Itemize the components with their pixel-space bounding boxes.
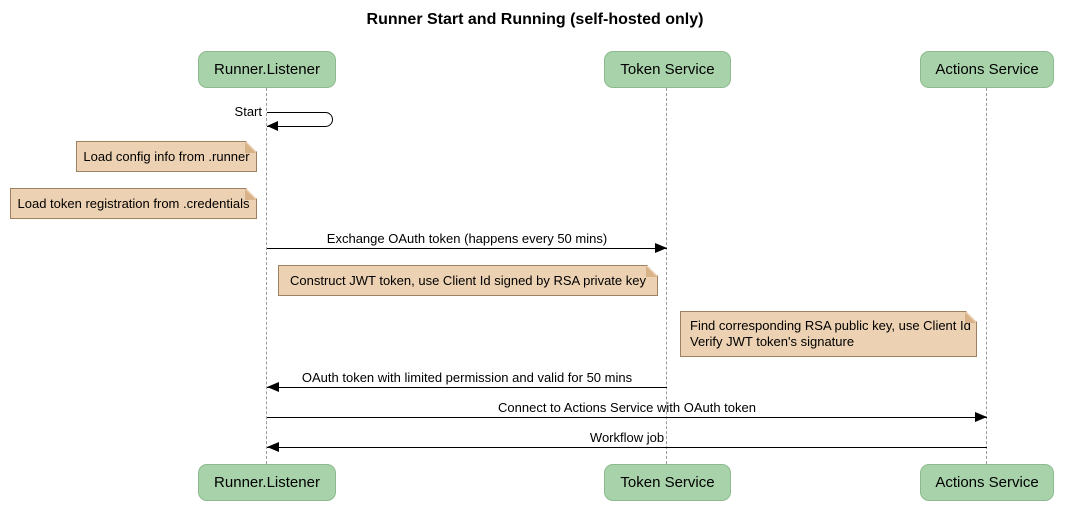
note-load-config-text: Load config info from .runner <box>83 149 250 164</box>
note-verify-jwt-line1: Find corresponding RSA public key, use C… <box>690 318 971 333</box>
message-exchange-oauth-label: Exchange OAuth token (happens every 50 m… <box>326 231 608 246</box>
message-exchange-oauth-line <box>267 248 667 249</box>
note-fold-icon <box>245 142 256 153</box>
message-connect-label: Connect to Actions Service with OAuth to… <box>498 400 756 415</box>
note-load-credentials-text: Load token registration from .credential… <box>17 196 250 211</box>
note-fold-icon <box>245 189 256 200</box>
note-load-config: Load config info from .runner <box>76 141 257 172</box>
self-message-start-arrowhead-icon <box>267 121 278 131</box>
message-connect-arrowhead-icon <box>975 412 987 422</box>
lifeline-actions-service <box>986 88 987 464</box>
note-construct-jwt: Construct JWT token, use Client Id signe… <box>278 265 658 296</box>
diagram-title: Runner Start and Running (self-hosted on… <box>366 11 704 28</box>
self-message-start-label: Start <box>234 104 262 119</box>
note-verify-jwt-line2: Verify JWT token's signature <box>690 334 855 349</box>
participant-runner-listener-top: Runner.Listener <box>198 51 336 88</box>
participant-actions-service-top: Actions Service <box>920 51 1054 88</box>
note-construct-jwt-text: Construct JWT token, use Client Id signe… <box>290 273 646 288</box>
message-workflow-job-line <box>267 447 987 448</box>
note-fold-icon <box>965 312 976 323</box>
note-fold-icon <box>646 266 657 277</box>
participant-runner-listener-bottom: Runner.Listener <box>198 464 336 501</box>
participant-token-service-top: Token Service <box>604 51 731 88</box>
message-oauth-return-line <box>267 387 667 388</box>
participant-token-service-bottom: Token Service <box>604 464 731 501</box>
message-connect-line <box>267 417 987 418</box>
note-load-credentials: Load token registration from .credential… <box>10 188 257 219</box>
message-workflow-job-arrowhead-icon <box>267 442 279 452</box>
message-workflow-job-label: Workflow job <box>589 430 665 445</box>
lifeline-runner-listener <box>266 88 267 464</box>
message-oauth-return-label: OAuth token with limited permission and … <box>301 370 633 385</box>
message-exchange-oauth-arrowhead-icon <box>655 243 667 253</box>
message-oauth-return-arrowhead-icon <box>267 382 279 392</box>
self-message-start-loop <box>267 112 333 127</box>
participant-actions-service-bottom: Actions Service <box>920 464 1054 501</box>
lifeline-token-service <box>666 88 667 464</box>
note-verify-jwt: Find corresponding RSA public key, use C… <box>680 311 977 357</box>
